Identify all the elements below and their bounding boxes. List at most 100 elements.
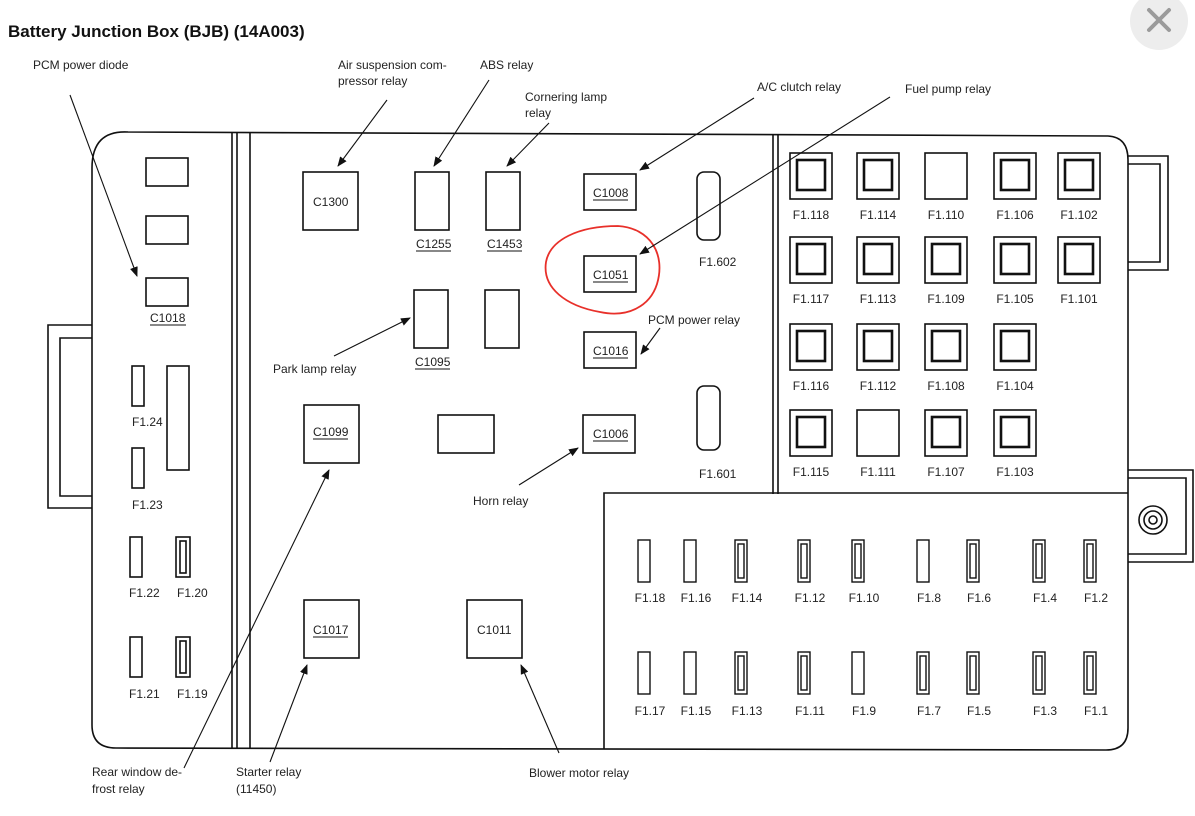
f119-fuse	[175, 636, 191, 678]
socket	[437, 414, 495, 454]
large-fuse: F1.109	[924, 236, 968, 306]
large-fuse-label: F1.110	[928, 208, 965, 222]
f123-label: F1.23	[132, 498, 163, 512]
arrow-horn	[518, 447, 579, 486]
mini-fuse: F1.9	[851, 651, 876, 718]
left-column	[129, 157, 191, 678]
large-fuse-label: F1.112	[860, 379, 897, 393]
mini-fuse: F1.13	[732, 651, 763, 718]
mini-fuse: F1.7	[916, 651, 941, 718]
large-fuse: F1.111	[856, 409, 900, 479]
arrow-park-lamp	[333, 317, 411, 357]
large-fuse-label: F1.103	[996, 465, 1034, 479]
large-fuse: F1.115	[789, 409, 833, 479]
arrow-air-susp	[337, 99, 388, 167]
f120-fuse	[175, 536, 191, 578]
mini-fuse: F1.5	[966, 651, 991, 718]
callout-rear-window-2: frost relay	[92, 782, 145, 796]
mini-fuse: F1.10	[849, 539, 880, 605]
large-fuse: F1.110	[924, 152, 968, 222]
c1017-label: C1017	[313, 623, 349, 637]
c1051-relay	[583, 255, 637, 293]
mini-fuse-label: F1.1	[1084, 704, 1108, 718]
large-fuse-label: F1.116	[793, 379, 830, 393]
c1016-label: C1016	[593, 344, 629, 358]
mini-fuse-label: F1.2	[1084, 591, 1108, 605]
c1099-label: C1099	[313, 425, 349, 439]
f1601-fuse	[696, 385, 721, 451]
mini-fuse: F1.16	[681, 539, 712, 605]
c1255-label: C1255	[416, 237, 452, 251]
mini-fuse: F1.12	[795, 539, 826, 605]
f124-fuse	[131, 365, 145, 407]
large-fuse-label: F1.117	[793, 292, 830, 306]
arrow-pcm-power	[640, 327, 661, 355]
callout-air-susp-2: pressor relay	[338, 74, 407, 88]
large-fuse-label: F1.106	[996, 208, 1034, 222]
callout-cornering-2: relay	[525, 106, 551, 120]
highlight-circle	[544, 225, 661, 315]
arrow-cornering	[506, 122, 550, 167]
mini-fuse-label: F1.12	[795, 591, 826, 605]
mini-fuse-label: F1.3	[1033, 704, 1057, 718]
large-fuse-label: F1.113	[860, 292, 897, 306]
c1018-label: C1018	[150, 311, 186, 325]
mini-fuse-label: F1.13	[732, 704, 763, 718]
page-title: Battery Junction Box (BJB) (14A003)	[8, 22, 305, 41]
large-fuse: F1.104	[993, 323, 1037, 393]
f121-label: F1.21	[129, 687, 160, 701]
f119-label: F1.19	[177, 687, 208, 701]
c1453-label: C1453	[487, 237, 523, 251]
mini-fuse: F1.18	[635, 539, 666, 605]
callout-cornering-1: Cornering lamp	[525, 90, 607, 104]
c1008-relay	[583, 173, 637, 211]
c1011-label: C1011	[477, 623, 512, 637]
close-button[interactable]	[1130, 0, 1188, 50]
f1602-label: F1.602	[699, 255, 737, 269]
callout-starter-2: (11450)	[236, 782, 276, 796]
f122-fuse	[129, 536, 143, 578]
f120-label: F1.20	[177, 586, 208, 600]
c1095-relay	[413, 289, 449, 349]
mini-fuse: F1.15	[681, 651, 712, 718]
c1300-relay	[302, 171, 359, 231]
large-fuse-label: F1.105	[996, 292, 1034, 306]
leader-lines	[69, 79, 891, 769]
c1017-relay	[303, 599, 360, 659]
mini-fuse: F1.8	[916, 539, 941, 605]
c1051-label: C1051	[593, 268, 629, 282]
callout-air-susp-1: Air suspension com-	[338, 58, 447, 72]
callout-rear-window-1: Rear window de-	[92, 765, 182, 779]
callout-pcm-diode: PCM power diode	[33, 58, 129, 72]
large-fuse: F1.118	[789, 152, 833, 222]
callout-blower: Blower motor relay	[529, 766, 629, 780]
mini-fuse-label: F1.17	[635, 704, 666, 718]
large-fuse: F1.117	[789, 236, 833, 306]
socket	[145, 157, 189, 187]
mini-fuse-label: F1.15	[681, 704, 712, 718]
arrow-ac-clutch	[639, 97, 755, 171]
large-fuse: F1.112	[856, 323, 900, 393]
mini-fuse-label: F1.4	[1033, 591, 1057, 605]
c1006-label: C1006	[593, 427, 629, 441]
mini-fuse-label: F1.7	[917, 704, 941, 718]
mounting-bolt-icon	[1138, 505, 1168, 535]
callout-abs: ABS relay	[480, 58, 533, 72]
callout-horn: Horn relay	[473, 494, 528, 508]
socket	[484, 289, 520, 349]
mini-fuse: F1.2	[1083, 539, 1108, 605]
arrow-abs	[433, 79, 490, 167]
callout-labels: PCM power diode Air suspension com- pres…	[33, 58, 991, 796]
large-fuse: F1.101	[1057, 236, 1101, 306]
callout-pcm-power: PCM power relay	[648, 313, 740, 327]
mini-fuse-label: F1.18	[635, 591, 666, 605]
mini-fuse-label: F1.16	[681, 591, 712, 605]
arrow-fuel-pump	[639, 96, 891, 255]
large-fuse-label: F1.107	[927, 465, 965, 479]
c1300-label: C1300	[313, 195, 349, 209]
large-fuse: F1.103	[993, 409, 1037, 479]
mini-fuse: F1.1	[1083, 651, 1108, 718]
housing	[47, 131, 1194, 751]
large-fuse: F1.105	[993, 236, 1037, 306]
